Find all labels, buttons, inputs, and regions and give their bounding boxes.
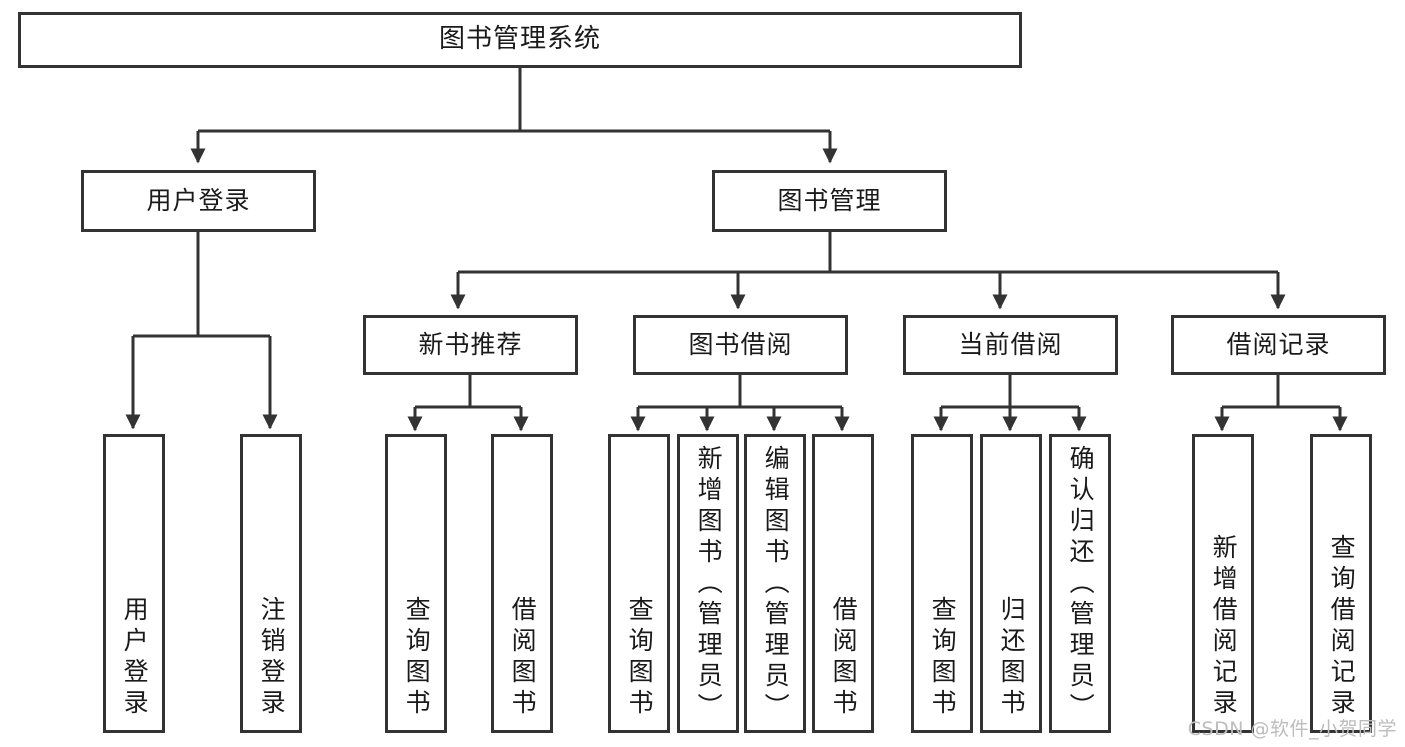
node-label: 借阅图书 xyxy=(508,596,538,720)
node-label: 查询借阅记录 xyxy=(1327,534,1357,720)
leaf-add-borrow-record[interactable]: 新增借阅记录 xyxy=(1192,434,1254,733)
node-label: 借阅记录 xyxy=(1226,330,1331,359)
node-label: 图书管理 xyxy=(777,186,882,215)
node-label: 当前借阅 xyxy=(958,330,1063,359)
csdn-watermark: CSDN @软件_小贺同学 xyxy=(1187,718,1397,740)
node-borrow-record[interactable]: 借阅记录 xyxy=(1171,315,1386,375)
node-current-borrow[interactable]: 当前借阅 xyxy=(903,315,1118,375)
node-user-login[interactable]: 用户登录 xyxy=(81,170,316,232)
leaf-query-book-recommend[interactable]: 查询图书 xyxy=(385,434,447,733)
node-new-book-recommend[interactable]: 新书推荐 xyxy=(363,315,578,375)
leaf-query-borrow-record[interactable]: 查询借阅记录 xyxy=(1310,434,1372,733)
leaf-borrow-book-recommend[interactable]: 借阅图书 xyxy=(491,434,553,733)
node-label: 查询图书 xyxy=(928,596,958,720)
node-label: 图书借阅 xyxy=(688,330,793,359)
node-label: 用户登录 xyxy=(120,596,150,720)
leaf-edit-book-admin[interactable]: 编辑图书（管理员） xyxy=(744,434,806,733)
leaf-query-book-current[interactable]: 查询图书 xyxy=(911,434,973,733)
node-label: 新增借阅记录 xyxy=(1209,534,1239,720)
node-label: 查询图书 xyxy=(402,596,432,720)
node-label: 借阅图书 xyxy=(829,596,859,720)
node-root-system[interactable]: 图书管理系统 xyxy=(18,12,1022,68)
node-label: 查询图书 xyxy=(625,596,655,720)
node-label: 确认归还（管理员） xyxy=(1066,445,1096,724)
leaf-add-book-admin[interactable]: 新增图书（管理员） xyxy=(677,434,739,733)
node-label: 归还图书 xyxy=(997,596,1027,720)
node-book-borrow[interactable]: 图书借阅 xyxy=(633,315,848,375)
node-label: 图书管理系统 xyxy=(438,24,601,55)
node-label: 注销登录 xyxy=(257,596,287,720)
leaf-logout-login[interactable]: 注销登录 xyxy=(240,434,302,733)
leaf-return-book[interactable]: 归还图书 xyxy=(980,434,1042,733)
node-label: 编辑图书（管理员） xyxy=(761,445,791,724)
leaf-user-login[interactable]: 用户登录 xyxy=(103,434,165,733)
node-label: 新增图书（管理员） xyxy=(694,445,724,724)
leaf-query-book-borrow[interactable]: 查询图书 xyxy=(608,434,670,733)
node-book-management[interactable]: 图书管理 xyxy=(712,170,947,232)
leaf-confirm-return-admin[interactable]: 确认归还（管理员） xyxy=(1049,434,1111,733)
node-label: 用户登录 xyxy=(146,186,251,215)
node-label: 新书推荐 xyxy=(418,330,523,359)
leaf-borrow-book-borrow[interactable]: 借阅图书 xyxy=(812,434,874,733)
